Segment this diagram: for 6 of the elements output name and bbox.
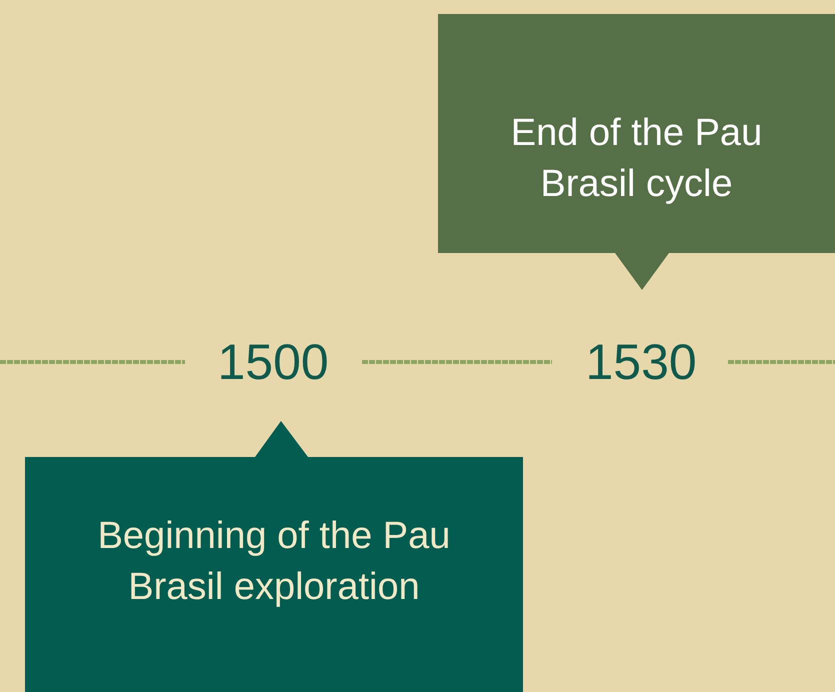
event-text: End of the Pau Brasil cycle [510, 111, 764, 207]
event-text: Beginning of the Pau Brasil exploration [96, 514, 452, 610]
callout-box [438, 14, 835, 290]
year-label: 1530 [586, 333, 697, 392]
callout-box [25, 421, 523, 692]
year-label: 1500 [218, 333, 329, 392]
